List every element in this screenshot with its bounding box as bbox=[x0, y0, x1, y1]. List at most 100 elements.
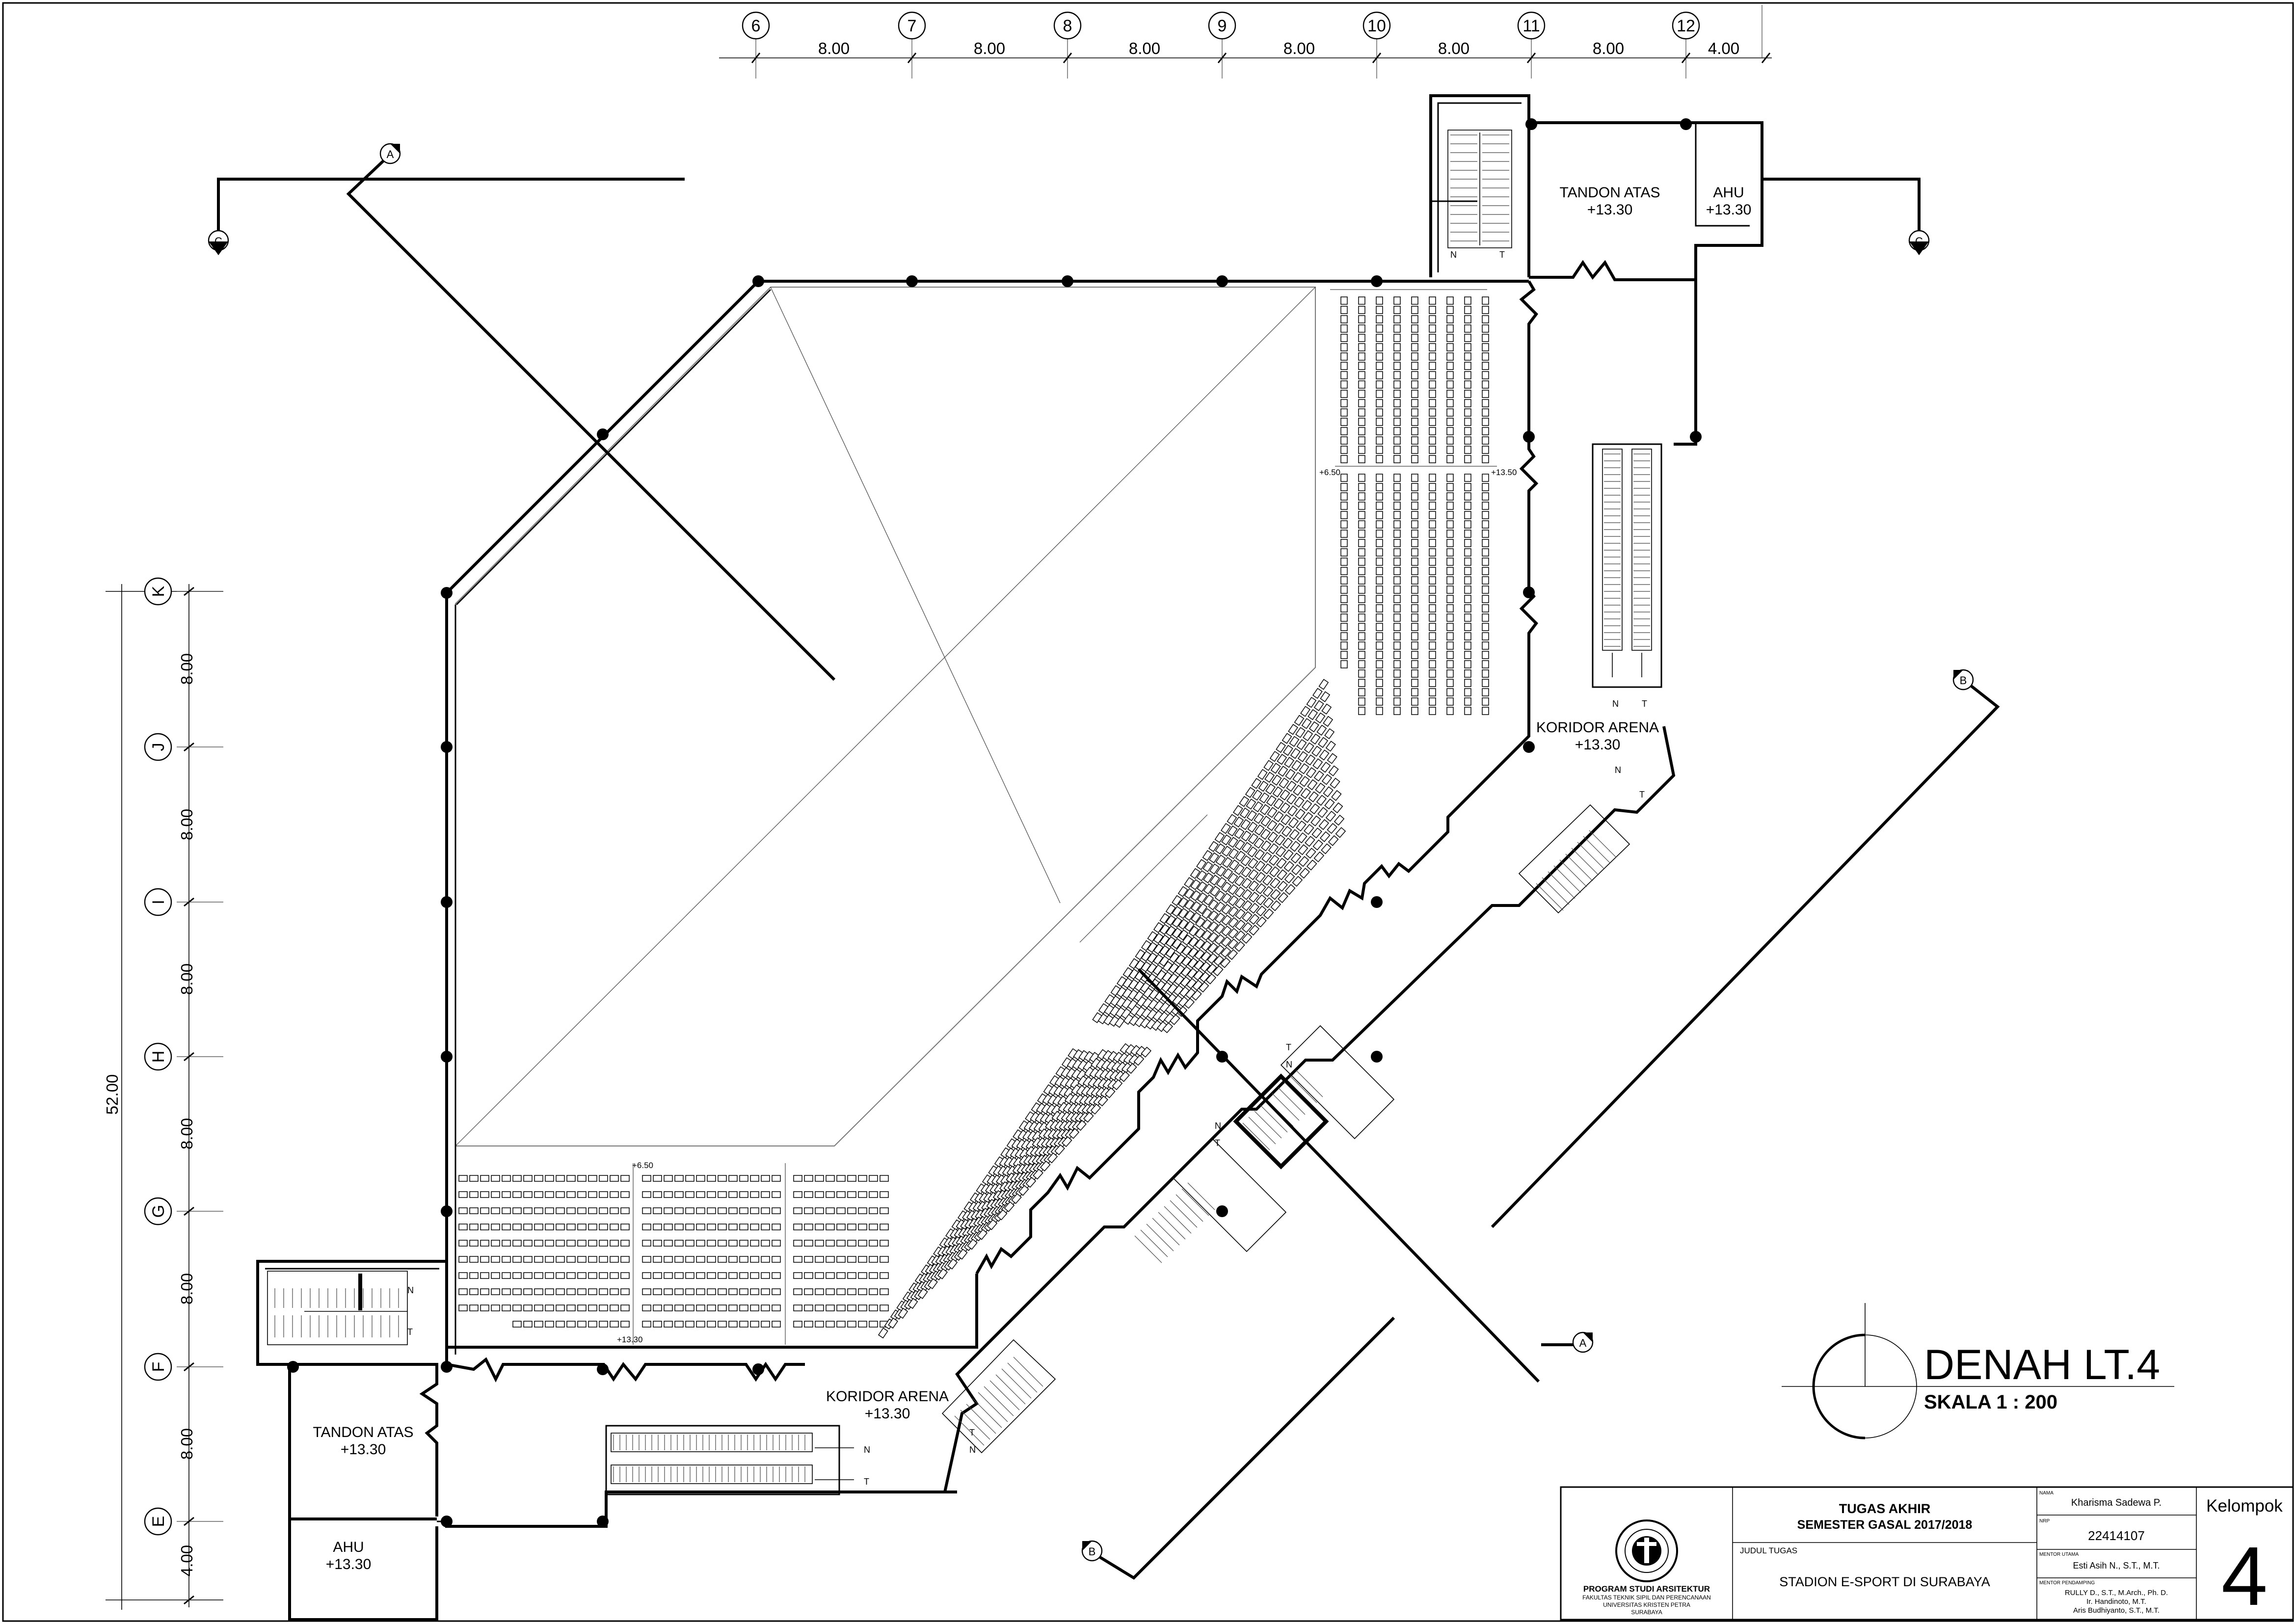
stair-top-right bbox=[1431, 130, 1512, 248]
university-seal bbox=[1615, 1519, 1678, 1582]
tb-city: SURABAYA bbox=[1631, 1609, 1662, 1616]
room-tandon-top-level: +13.30 bbox=[1587, 202, 1633, 218]
grid-bubble-top-6 bbox=[742, 11, 770, 40]
grid-bubble-left-G bbox=[144, 1197, 172, 1225]
tb-project-line1: TUGAS AKHIR bbox=[1839, 1501, 1931, 1516]
svg-text:B: B bbox=[1089, 1545, 1096, 1558]
escalator-bottom bbox=[605, 1425, 854, 1495]
room-ahu-top-name: AHU bbox=[1713, 185, 1744, 201]
grid-label-left-I: I bbox=[149, 900, 168, 904]
svg-text:N: N bbox=[1612, 699, 1619, 709]
grid-dim-left: 4.00 bbox=[178, 1545, 196, 1576]
grid-bubble-left-K bbox=[144, 577, 172, 606]
grid-bubble-left-E bbox=[144, 1507, 172, 1536]
tb-faculty: FAKULTAS TEKNIK SIPIL DAN PERENCANAAN bbox=[1582, 1594, 1711, 1601]
grid-dim-left: 8.00 bbox=[178, 1118, 196, 1149]
grid-dim-top: 8.00 bbox=[1438, 39, 1469, 57]
svg-text:C: C bbox=[1915, 235, 1923, 247]
tb-mentor-utama-label: MENTOR UTAMA bbox=[2039, 1552, 2079, 1557]
svg-text:A: A bbox=[1579, 1337, 1587, 1349]
grid-dim-top: 8.00 bbox=[1283, 39, 1315, 57]
svg-text:N: N bbox=[1615, 765, 1621, 775]
drawing-scale: SKALA 1 : 200 bbox=[1924, 1391, 2057, 1413]
grid-label-left-J: J bbox=[149, 743, 168, 751]
svg-text:T: T bbox=[1286, 1042, 1291, 1052]
stair-left bbox=[267, 1271, 408, 1345]
section-marker-a-top: A bbox=[379, 143, 401, 164]
grid-label-top-9: 9 bbox=[1218, 17, 1227, 35]
svg-text:T: T bbox=[864, 1477, 869, 1487]
tb-kelompok-value: 4 bbox=[2221, 1530, 2268, 1623]
sheet-title-block: PROGRAM STUDI ARSITEKTUR FAKULTAS TEKNIK… bbox=[1560, 1486, 2294, 1623]
left-grid-total: 52.00 bbox=[103, 1074, 121, 1115]
grid-label-top-6: 6 bbox=[751, 17, 761, 35]
svg-text:N: N bbox=[1286, 1060, 1292, 1069]
room-tandon-top-name: TANDON ATAS bbox=[1559, 185, 1660, 201]
room-ahu-left-level: +13.30 bbox=[326, 1556, 372, 1572]
stair-diagonal-center bbox=[1134, 1025, 1395, 1263]
grid-dim-left: 8.00 bbox=[178, 809, 196, 840]
room-ahu-top-level: +13.30 bbox=[1706, 202, 1752, 218]
grid-bubble-left-H bbox=[144, 1042, 172, 1071]
grid-label-left-H: H bbox=[149, 1051, 168, 1063]
room-tandon-left-level: +13.30 bbox=[341, 1441, 386, 1458]
level-tag-bottom-high: +13.30 bbox=[617, 1335, 642, 1344]
grid-label-top-7: 7 bbox=[908, 17, 917, 35]
room-tandon-left-name: TANDON ATAS bbox=[313, 1424, 413, 1440]
section-lines bbox=[217, 151, 2000, 1580]
svg-text:N: N bbox=[969, 1445, 976, 1455]
svg-text:B: B bbox=[1960, 674, 1967, 687]
section-marker-c-right: C bbox=[1908, 230, 1930, 255]
grid-label-top-8: 8 bbox=[1063, 17, 1072, 35]
tb-judul-value: STADION E-SPORT DI SURABAYA bbox=[1779, 1574, 1990, 1589]
room-koridor-bottom-name: KORIDOR ARENA bbox=[826, 1388, 949, 1405]
svg-text:T: T bbox=[407, 1327, 413, 1337]
tb-mentor-pendamping-1: RULLY D., S.T., M.Arch., Ph. D. bbox=[2065, 1589, 2168, 1597]
room-koridor-bottom-level: +13.30 bbox=[865, 1406, 910, 1422]
grid-dim-left: 8.00 bbox=[178, 963, 196, 995]
section-marker-c-left: C bbox=[208, 230, 229, 255]
room-koridor-right-name: KORIDOR ARENA bbox=[1536, 719, 1659, 736]
grid-dim-left: 8.00 bbox=[178, 1428, 196, 1460]
grid-label-left-F: F bbox=[149, 1362, 168, 1372]
stair-diagonal-right bbox=[1518, 804, 1630, 914]
level-tag-bottom-low: +6.50 bbox=[632, 1161, 653, 1170]
grid-bubble-left-F bbox=[144, 1353, 172, 1381]
tb-mentor-pendamping-label: MENTOR PENDAMPING bbox=[2039, 1580, 2095, 1586]
grid-dim-top: 8.00 bbox=[1129, 39, 1160, 57]
structural-columns bbox=[287, 118, 1702, 1527]
tb-mentor-pendamping-3: Aris Budhiyanto, S.T., M.T. bbox=[2073, 1606, 2160, 1615]
grid-dim-top: 4.00 bbox=[1708, 39, 1739, 57]
tb-university: UNIVERSITAS KRISTEN PETRA bbox=[1603, 1601, 1690, 1608]
svg-text:T: T bbox=[969, 1428, 975, 1438]
seating-aisles bbox=[633, 289, 1497, 1345]
grid-bubble-left-J bbox=[144, 733, 172, 761]
svg-text:A: A bbox=[387, 148, 394, 160]
grid-label-left-E: E bbox=[149, 1516, 168, 1527]
drawing-title-block: DENAH LT.4 SKALA 1 : 200 bbox=[1782, 1303, 2174, 1439]
grid-dim-top: 8.00 bbox=[818, 39, 850, 57]
svg-text:T: T bbox=[1215, 1138, 1220, 1148]
section-marker-a-bottom: A bbox=[1572, 1331, 1594, 1353]
grid-bubble-top-10 bbox=[1362, 11, 1391, 40]
grid-dim-left: 8.00 bbox=[178, 1273, 196, 1305]
room-koridor-right-level: +13.30 bbox=[1575, 737, 1621, 753]
svg-text:N: N bbox=[1215, 1121, 1221, 1131]
drawing-title: DENAH LT.4 bbox=[1924, 1341, 2160, 1388]
tb-nrp-value: 22414107 bbox=[2088, 1528, 2145, 1543]
tb-nama-value: Kharisma Sadewa P. bbox=[2071, 1497, 2162, 1508]
tb-mentor-pendamping-2: Ir. Handinoto, M.T. bbox=[2086, 1597, 2146, 1606]
grid-bubble-top-8 bbox=[1053, 11, 1082, 40]
grid-label-top-12: 12 bbox=[1677, 17, 1695, 35]
section-marker-b-bottom: B bbox=[1081, 1540, 1103, 1562]
svg-text:T: T bbox=[1499, 250, 1505, 260]
grid-label-left-K: K bbox=[149, 586, 168, 597]
tb-mentor-utama-value: Esti Asih N., S.T., M.T. bbox=[2073, 1561, 2160, 1571]
stair-diagonal-bottom bbox=[941, 1339, 1056, 1454]
svg-text:C: C bbox=[214, 235, 222, 247]
grid-dim-top: 8.00 bbox=[974, 39, 1005, 57]
tb-kelompok-label: Kelompok bbox=[2206, 1496, 2283, 1516]
grid-label-left-G: G bbox=[149, 1205, 168, 1218]
